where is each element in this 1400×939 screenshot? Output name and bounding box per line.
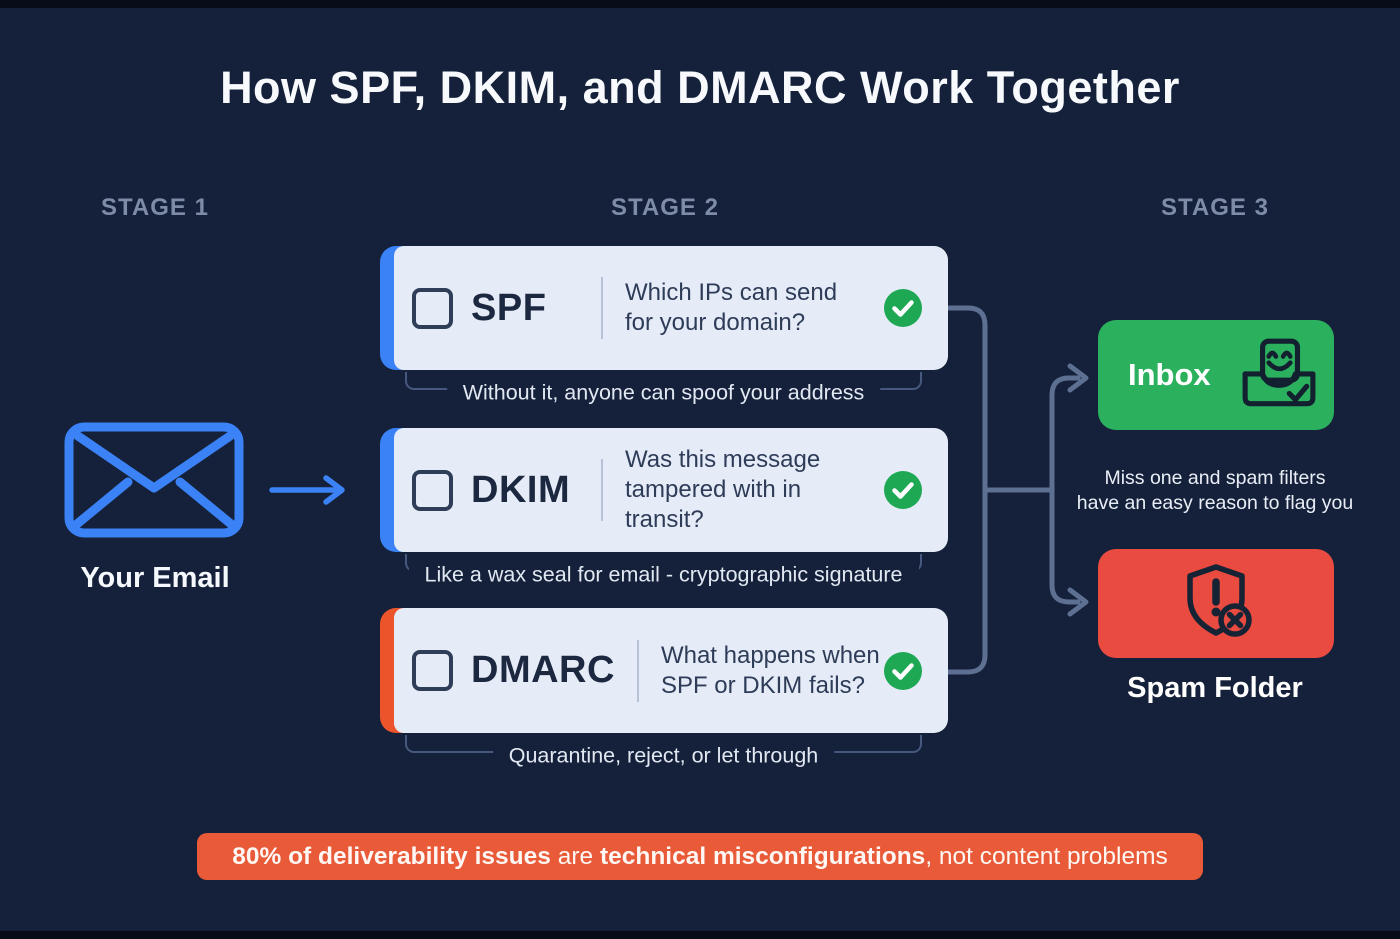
dkim-checkbox-icon <box>412 469 453 511</box>
inbox-box: Inbox <box>1098 320 1334 430</box>
dmarc-checkbox-icon <box>412 650 453 691</box>
spf-caption: Without it, anyone can spoof your addres… <box>446 380 881 406</box>
divider <box>601 277 603 339</box>
your-email-label: Your Email <box>80 562 230 594</box>
arrowhead-to-spam-icon <box>1067 587 1089 617</box>
bottom-edge-strip <box>0 931 1400 939</box>
dmarc-caption-bracket: Quarantine, reject, or let through <box>405 735 922 769</box>
stage-3-label: STAGE 3 <box>1161 194 1269 221</box>
dkim-caption: Like a wax seal for email - cryptographi… <box>408 562 919 588</box>
dmarc-title: DMARC <box>471 649 615 691</box>
spf-check-icon <box>884 289 922 327</box>
stage-1-label: STAGE 1 <box>101 194 209 221</box>
spf-title: SPF <box>471 286 547 329</box>
banner-bold-1: 80% of deliverability issues <box>232 842 551 870</box>
inbox-happy-mail-icon <box>1242 338 1316 407</box>
page-title: How SPF, DKIM, and DMARC Work Together <box>220 62 1180 113</box>
spam-folder-box <box>1098 549 1334 658</box>
dkim-check-icon <box>884 471 922 509</box>
spf-checkbox-icon <box>412 287 453 329</box>
dmarc-check-icon <box>884 651 922 690</box>
stat-banner: 80% of deliverability issues are technic… <box>197 833 1203 880</box>
envelope-icon-svg <box>64 422 244 538</box>
arrowhead-to-inbox-icon <box>1067 363 1089 393</box>
banner-mid: are <box>550 842 600 870</box>
dkim-title: DKIM <box>471 468 571 511</box>
shield-alert-icon <box>1187 563 1252 637</box>
divider <box>636 639 639 702</box>
inbox-label: Inbox <box>1128 357 1211 392</box>
spam-filter-note: Miss one and spam filters have an easy r… <box>1076 467 1354 514</box>
spam-folder-label: Spam Folder <box>1127 672 1303 704</box>
envelope-icon <box>64 422 244 538</box>
stage-2-label: STAGE 2 <box>611 194 719 221</box>
divider <box>601 459 603 521</box>
dkim-caption-bracket: Like a wax seal for email - cryptographi… <box>405 554 922 588</box>
dmarc-caption: Quarantine, reject, or let through <box>492 743 835 769</box>
spf-caption-bracket: Without it, anyone can spoof your addres… <box>405 372 922 406</box>
top-edge-strip <box>0 0 1400 8</box>
banner-tail: , not content problems <box>925 842 1168 870</box>
banner-bold-2: technical misconfigurations <box>599 842 926 870</box>
